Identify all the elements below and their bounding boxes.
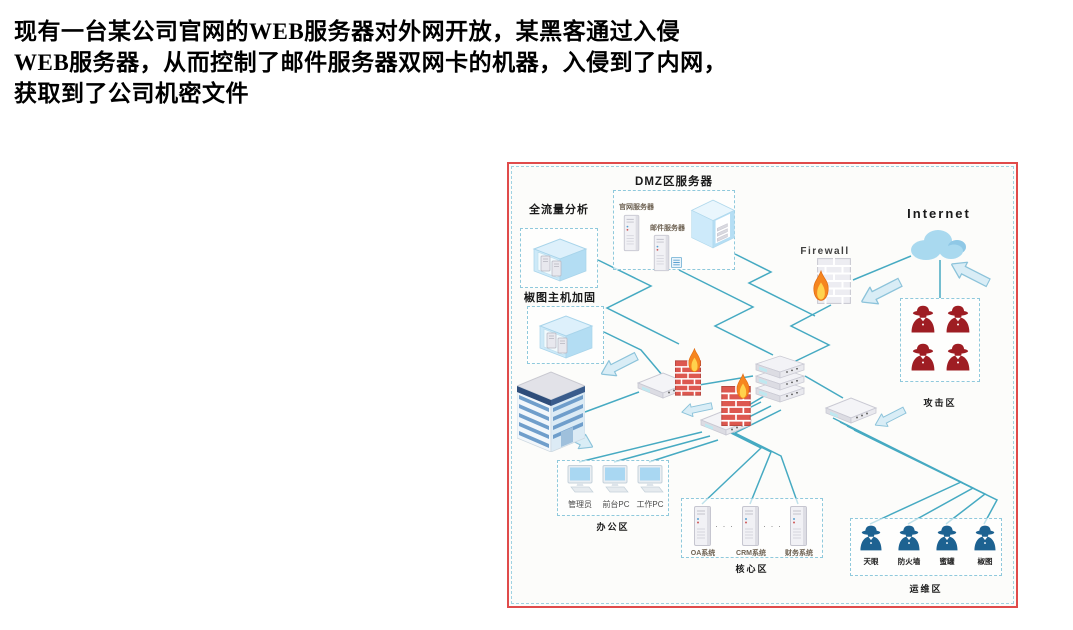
firewall-agent-icon bbox=[897, 524, 921, 551]
dmz-zone-title: DMZ区服务器 bbox=[635, 176, 713, 188]
company-building-icon bbox=[517, 370, 585, 452]
traffic-analysis-label: 全流量分析 bbox=[529, 204, 589, 216]
crm-system-label: CRM系统 bbox=[736, 550, 766, 557]
ops-zone-label: 运维区 bbox=[909, 584, 943, 594]
switch-icon bbox=[824, 395, 878, 425]
honeypot-agent-icon bbox=[935, 524, 959, 551]
mail-server-label: 邮件服务器 bbox=[650, 225, 685, 232]
mail-server-icon bbox=[652, 233, 672, 273]
work-pc-label: 工作PC bbox=[636, 500, 664, 509]
core-zone-box: · · · · · · OA系统 CRM系统 财务系统 bbox=[681, 498, 823, 558]
firewall-flame-icon bbox=[809, 270, 833, 302]
traffic-analysis-appliance-icon bbox=[528, 236, 592, 282]
finance-system-icon bbox=[788, 505, 810, 547]
traffic-analysis-box bbox=[520, 228, 598, 288]
oa-system-label: OA系统 bbox=[690, 550, 716, 557]
hacker-icon bbox=[945, 342, 971, 371]
core-zone-label: 核心区 bbox=[735, 564, 769, 574]
intro-line-3: 获取到了公司机密文件 bbox=[14, 81, 249, 106]
web-server-label: 官网服务器 bbox=[619, 204, 654, 211]
hacker-icon bbox=[910, 304, 936, 333]
intro-line-2: WEB服务器，从而控制了邮件服务器双网卡的机器，入侵到了内网， bbox=[14, 50, 728, 75]
network-topology-diagram: DMZ区服务器 官网服务器 邮件服务器 全流量分析 椒图主机加固 Interne… bbox=[507, 162, 1018, 608]
host-hardening-appliance-icon bbox=[534, 313, 598, 359]
office-zone-label: 办公区 bbox=[596, 522, 630, 532]
work-pc-icon bbox=[634, 465, 666, 493]
core-separator-dots: · · · bbox=[763, 521, 782, 531]
document-icon bbox=[671, 257, 682, 268]
crm-system-icon bbox=[740, 505, 762, 547]
internal-firewall-flame-icon bbox=[685, 348, 704, 373]
hacker-icon bbox=[945, 304, 971, 333]
intro-line-1: 现有一台某公司官网的WEB服务器对外网开放，某黑客通过入侵 bbox=[14, 19, 681, 44]
internet-cloud-icon bbox=[905, 226, 969, 264]
admin-pc-label: 管理员 bbox=[568, 500, 592, 509]
admin-pc-icon bbox=[564, 465, 596, 493]
skyeye-agent-icon bbox=[859, 524, 883, 551]
internet-label: Internet bbox=[907, 206, 971, 221]
internal-firewall-flame-icon bbox=[733, 373, 753, 400]
frontdesk-pc-icon bbox=[599, 465, 631, 493]
jiaotu-agent-icon bbox=[973, 524, 997, 551]
attack-zone-label: 攻击区 bbox=[923, 398, 957, 408]
core-separator-dots: · · · bbox=[715, 521, 734, 531]
network-connection-lines bbox=[578, 253, 999, 525]
honeypot-label: 蜜罐 bbox=[939, 557, 955, 566]
dmz-rack-cube-icon bbox=[690, 194, 736, 254]
host-hardening-label: 椒图主机加固 bbox=[524, 292, 596, 304]
firewall-label: Firewall bbox=[800, 246, 850, 257]
dmz-zone-box: 官网服务器 邮件服务器 bbox=[613, 190, 735, 270]
core-switch-stack-icon bbox=[751, 352, 809, 404]
skyeye-label: 天眼 bbox=[863, 557, 879, 566]
office-zone-box: 管理员 前台PC 工作PC bbox=[557, 460, 669, 516]
jiaotu-label: 椒图 bbox=[977, 557, 993, 566]
finance-system-label: 财务系统 bbox=[785, 550, 813, 557]
oa-system-icon bbox=[692, 505, 714, 547]
ops-zone-box: 天眼 防火墙 蜜罐 椒图 bbox=[850, 518, 1002, 576]
firewall-tool-label: 防火墙 bbox=[897, 557, 921, 566]
attack-zone-box bbox=[900, 298, 980, 382]
intro-text: 现有一台某公司官网的WEB服务器对外网开放，某黑客通过入侵 WEB服务器，从而控… bbox=[14, 16, 874, 109]
hacker-icon bbox=[910, 342, 936, 371]
frontdesk-pc-label: 前台PC bbox=[602, 500, 630, 509]
host-hardening-box bbox=[527, 306, 604, 364]
web-server-icon bbox=[622, 213, 642, 253]
